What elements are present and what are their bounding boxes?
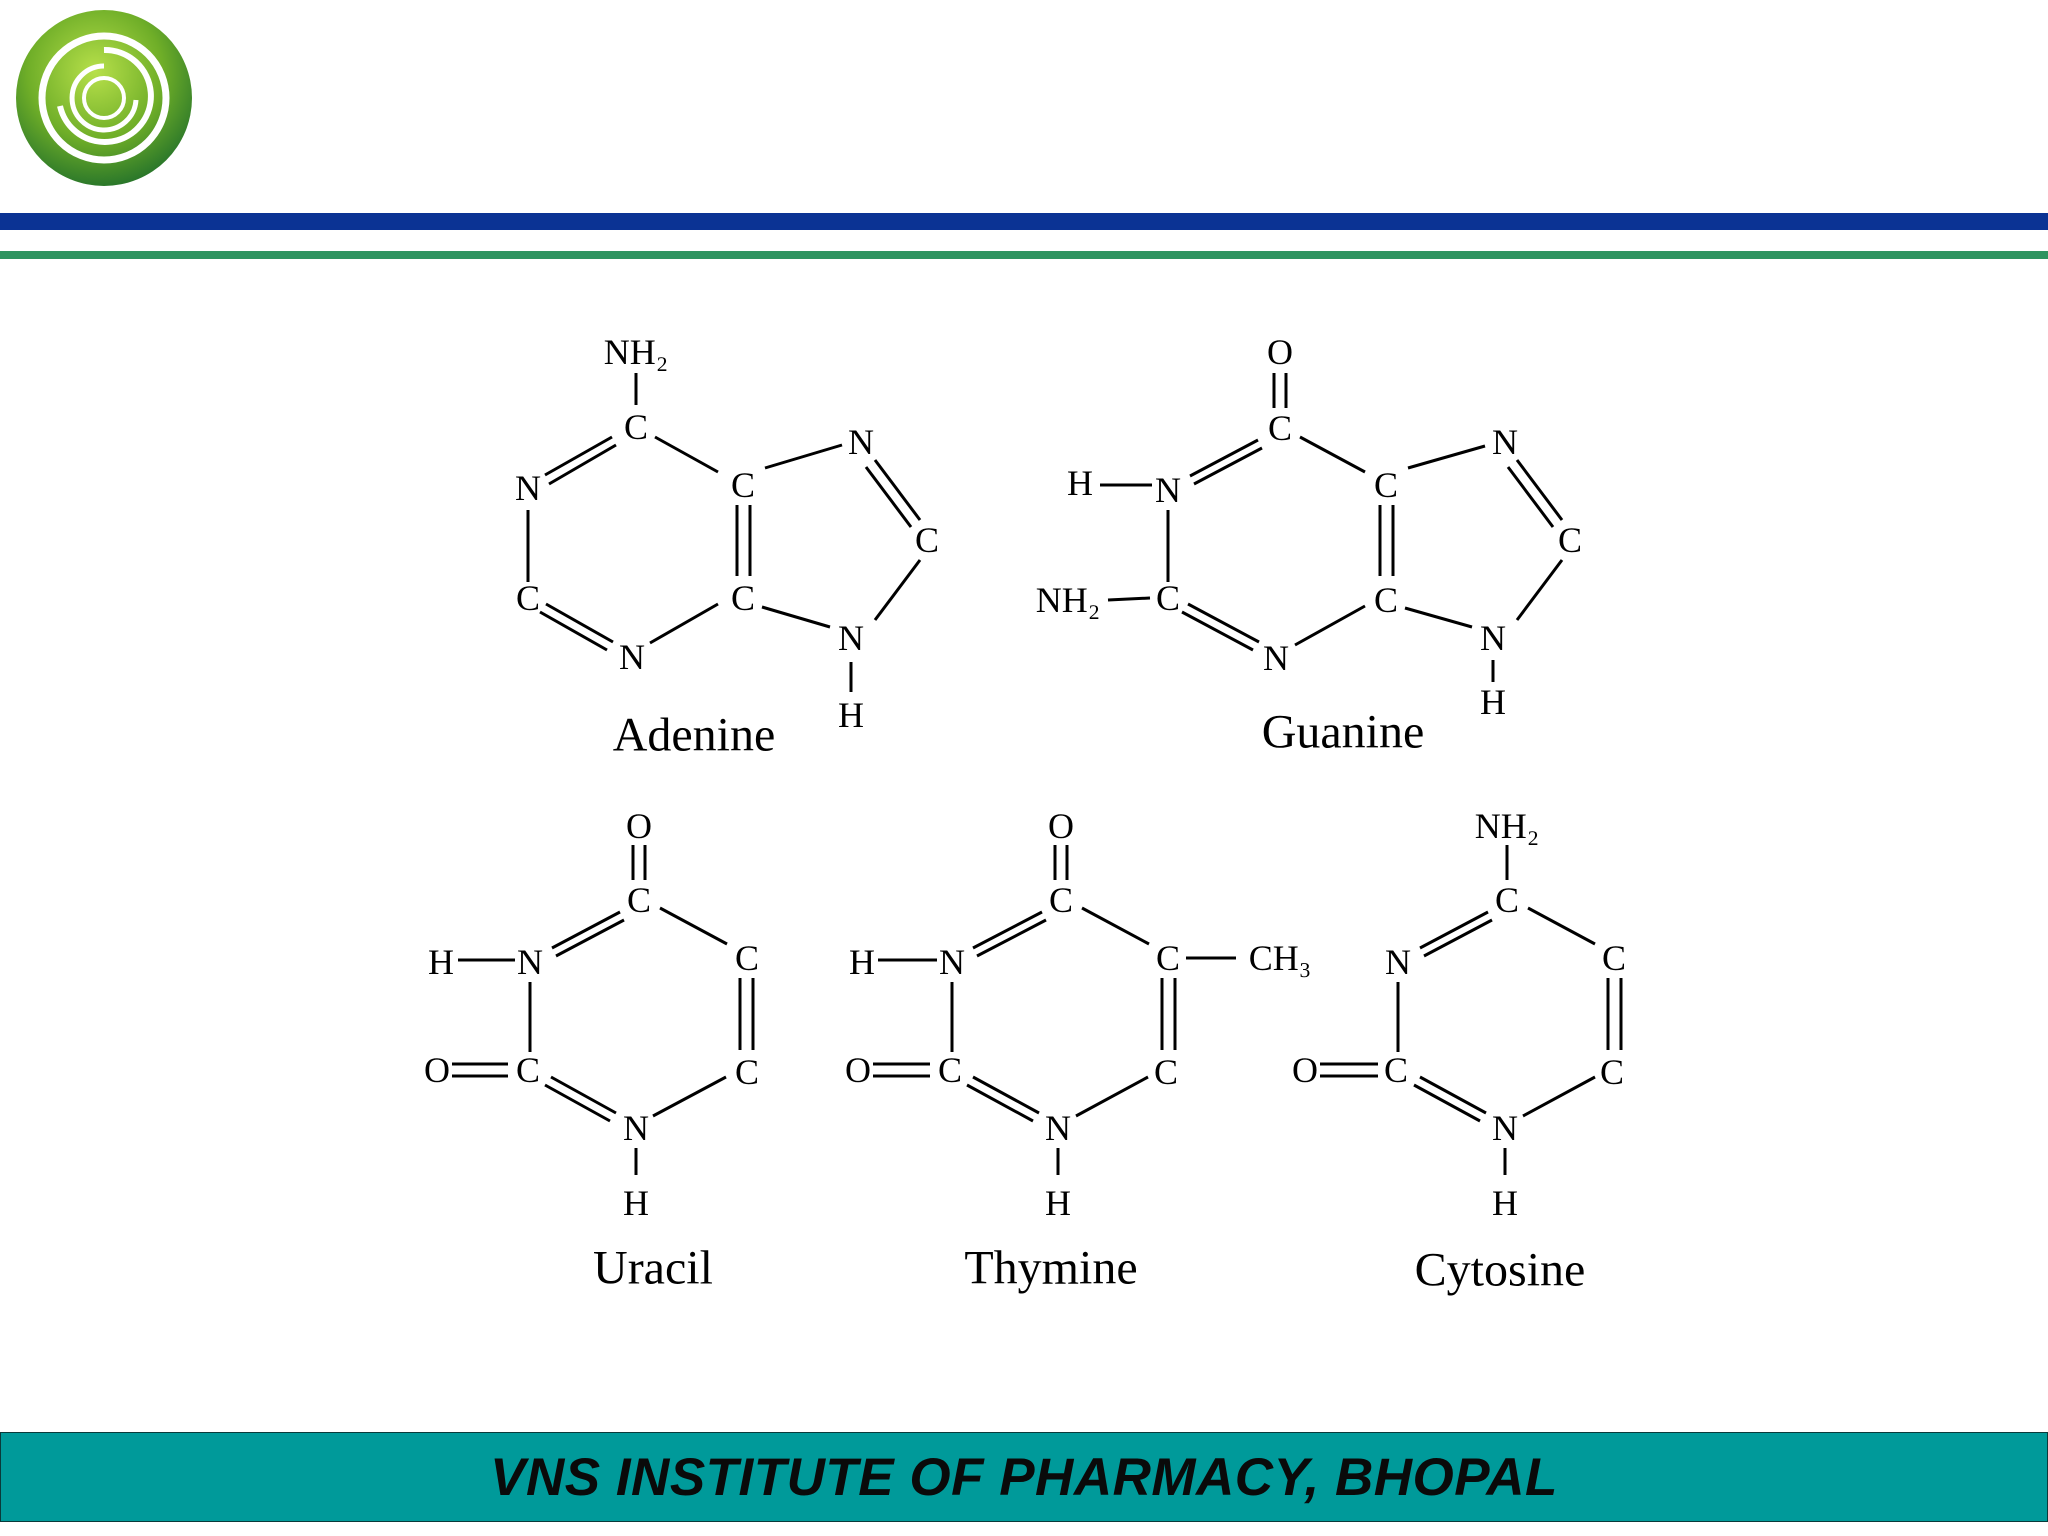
guanine-structure: O C H N NH₂ C N C C N C N H Guanine bbox=[1036, 332, 1582, 759]
adenine-atom-c8: C bbox=[915, 520, 939, 560]
uracil-atom-h3: H bbox=[428, 942, 454, 982]
thymine-atom-ch3: CH₃ bbox=[1249, 938, 1312, 978]
thymine-atom-o4: O bbox=[1048, 806, 1074, 846]
adenine-atom-n7: N bbox=[848, 422, 874, 462]
guanine-atom-h9: H bbox=[1480, 682, 1506, 722]
thymine-atom-c4: C bbox=[1049, 880, 1073, 920]
guanine-atom-n9: N bbox=[1480, 618, 1506, 658]
uracil-atom-n3: N bbox=[517, 942, 543, 982]
uracil-atom-c6: C bbox=[735, 1052, 759, 1092]
guanine-atom-c5: C bbox=[1374, 465, 1398, 505]
cytosine-structure: NH₂ C N C O C C N H Cytosine bbox=[1292, 806, 1626, 1297]
guanine-atom-o: O bbox=[1267, 332, 1293, 372]
uracil-atom-n1: N bbox=[623, 1108, 649, 1148]
thymine-atom-c6: C bbox=[1154, 1052, 1178, 1092]
cytosine-atom-n3: N bbox=[1385, 942, 1411, 982]
guanine-atom-c4: C bbox=[1374, 580, 1398, 620]
guanine-atom-n1: N bbox=[1155, 470, 1181, 510]
uracil-label: Uracil bbox=[593, 1242, 713, 1295]
cytosine-atom-nh2: NH₂ bbox=[1475, 806, 1540, 846]
cytosine-atom-c2: C bbox=[1384, 1050, 1408, 1090]
guanine-atom-n3: N bbox=[1263, 638, 1289, 678]
thymine-atom-c2: C bbox=[938, 1050, 962, 1090]
adenine-label: Adenine bbox=[613, 709, 776, 762]
adenine-atom-c2: C bbox=[516, 578, 540, 618]
footer-banner: VNS INSTITUTE OF PHARMACY, BHOPAL bbox=[0, 1432, 2048, 1522]
cytosine-atom-c5: C bbox=[1602, 938, 1626, 978]
thymine-atom-c5: C bbox=[1156, 938, 1180, 978]
guanine-atom-nh2: NH₂ bbox=[1036, 580, 1101, 620]
thymine-atom-h3: H bbox=[849, 942, 875, 982]
cytosine-atom-n1: N bbox=[1492, 1108, 1518, 1148]
guanine-label: Guanine bbox=[1262, 706, 1425, 759]
thymine-atom-h1: H bbox=[1045, 1183, 1071, 1223]
guanine-atom-n7: N bbox=[1492, 422, 1518, 462]
uracil-atom-c2: C bbox=[516, 1050, 540, 1090]
adenine-atom-n3: N bbox=[619, 637, 645, 677]
guanine-atom-c8: C bbox=[1558, 520, 1582, 560]
cytosine-label: Cytosine bbox=[1415, 1244, 1586, 1297]
thymine-label: Thymine bbox=[964, 1242, 1137, 1295]
adenine-structure: NH₂ C N C N C C N C N H Adenine bbox=[515, 332, 939, 762]
thymine-structure: O C H N C CH₃ O C C N H Thymine bbox=[845, 806, 1311, 1295]
adenine-atom-c6: C bbox=[624, 407, 648, 447]
footer-institute-name: VNS INSTITUTE OF PHARMACY, BHOPAL bbox=[490, 1447, 1558, 1507]
uracil-atom-c5: C bbox=[735, 938, 759, 978]
adenine-atom-c5: C bbox=[731, 465, 755, 505]
adenine-atom-n1: N bbox=[515, 468, 541, 508]
cytosine-atom-c6: C bbox=[1600, 1052, 1624, 1092]
cytosine-atom-h1: H bbox=[1492, 1183, 1518, 1223]
uracil-atom-o4: O bbox=[626, 806, 652, 846]
adenine-atom-h9: H bbox=[838, 695, 864, 735]
spiral-circle-logo-icon bbox=[16, 10, 192, 186]
uracil-atom-c4: C bbox=[627, 880, 651, 920]
uracil-atom-o2: O bbox=[424, 1050, 450, 1090]
header-rule-blue bbox=[0, 213, 2048, 230]
guanine-atom-c6: C bbox=[1268, 408, 1292, 448]
cytosine-atom-c4: C bbox=[1495, 880, 1519, 920]
uracil-atom-h1: H bbox=[623, 1183, 649, 1223]
adenine-atom-c4: C bbox=[731, 578, 755, 618]
thymine-atom-o2: O bbox=[845, 1050, 871, 1090]
header-rule-green bbox=[0, 251, 2048, 259]
adenine-atom-nh2: NH₂ bbox=[604, 332, 669, 372]
adenine-atom-n9: N bbox=[838, 618, 864, 658]
thymine-atom-n3: N bbox=[939, 942, 965, 982]
cytosine-atom-o2: O bbox=[1292, 1050, 1318, 1090]
guanine-atom-h1: H bbox=[1067, 463, 1093, 503]
uracil-structure: O C H N C O C C N H Uracil bbox=[424, 806, 759, 1295]
guanine-atom-c2: C bbox=[1156, 578, 1180, 618]
thymine-atom-n1: N bbox=[1045, 1108, 1071, 1148]
